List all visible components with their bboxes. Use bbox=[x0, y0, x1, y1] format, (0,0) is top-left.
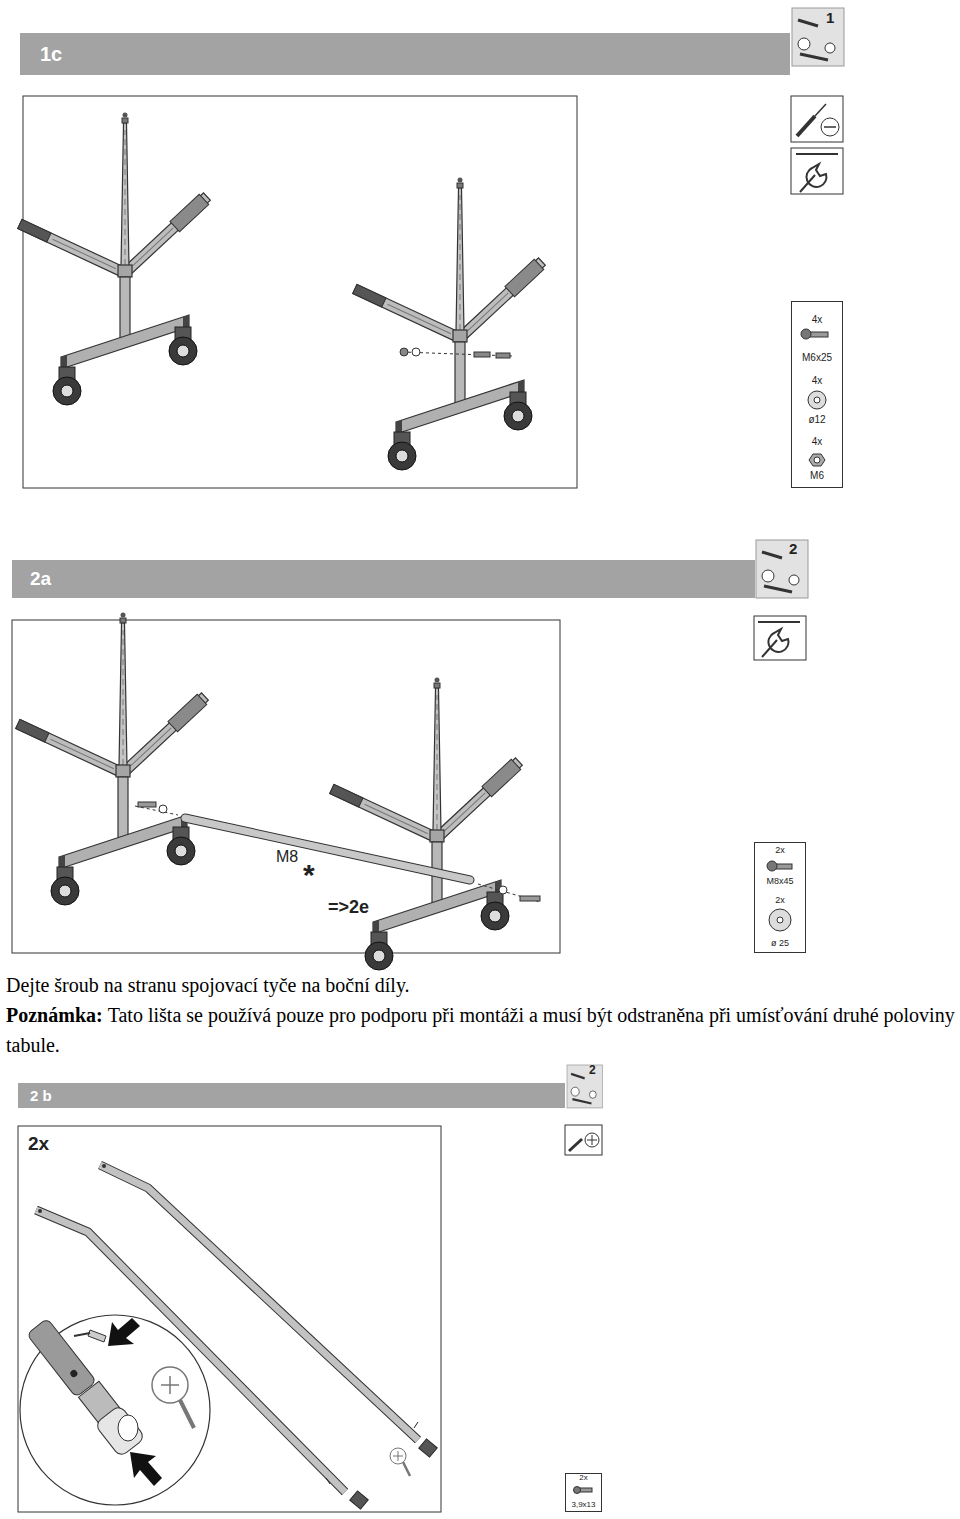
asterisk-mark: * bbox=[303, 858, 315, 891]
step-number: 2 b bbox=[30, 1087, 52, 1104]
step-header: 2a bbox=[12, 560, 755, 598]
instruction-text: Dejte šroub na stranu spojovací tyče na … bbox=[6, 970, 960, 1000]
part-spec: 2x bbox=[566, 1474, 601, 1483]
quantity: 2x bbox=[28, 1134, 49, 1155]
bag-number: 2 bbox=[589, 1064, 596, 1077]
bag-number: 2 bbox=[789, 541, 797, 558]
note-text: Tato lišta se používá pouze pro podporu … bbox=[6, 1004, 955, 1056]
part-spec: 2x bbox=[755, 846, 805, 856]
step-reference: =>2e bbox=[328, 898, 369, 918]
part-spec: M6x25 bbox=[792, 352, 842, 363]
part-spec: 2x bbox=[755, 896, 805, 906]
part-spec: 4x bbox=[792, 314, 842, 325]
part-spec: ø 25 bbox=[755, 939, 805, 949]
part-spec: ø12 bbox=[792, 414, 842, 425]
parts-box: 2x 3,9x13 bbox=[565, 1473, 602, 1512]
part-spec: 3,9x13 bbox=[566, 1501, 601, 1510]
step-number: 2a bbox=[30, 568, 51, 590]
parts-box: 2xM8x452xø 25 bbox=[754, 842, 806, 953]
bag-number: 1 bbox=[826, 10, 834, 27]
part-spec: M8x45 bbox=[755, 877, 805, 887]
step-header: 1c bbox=[20, 33, 790, 75]
part-spec: M6 bbox=[792, 470, 842, 481]
step-header: 2 b bbox=[18, 1083, 565, 1108]
note-heading: Poznámka: bbox=[6, 1004, 103, 1026]
text-line: Dejte šroub na stranu spojovací tyče na … bbox=[6, 970, 960, 1000]
part-spec: 4x bbox=[792, 375, 842, 386]
instruction-text: Dejte šroub na stranu spojovací tyče na … bbox=[6, 970, 960, 1060]
part-label: M8 bbox=[276, 848, 298, 866]
parts-box: 4xM6x254xø124xM6 bbox=[791, 301, 843, 488]
text-line: Poznámka:Tato lišta se používá pouze pro… bbox=[6, 1000, 960, 1060]
step-number: 1c bbox=[40, 43, 62, 66]
part-spec: 4x bbox=[792, 436, 842, 447]
